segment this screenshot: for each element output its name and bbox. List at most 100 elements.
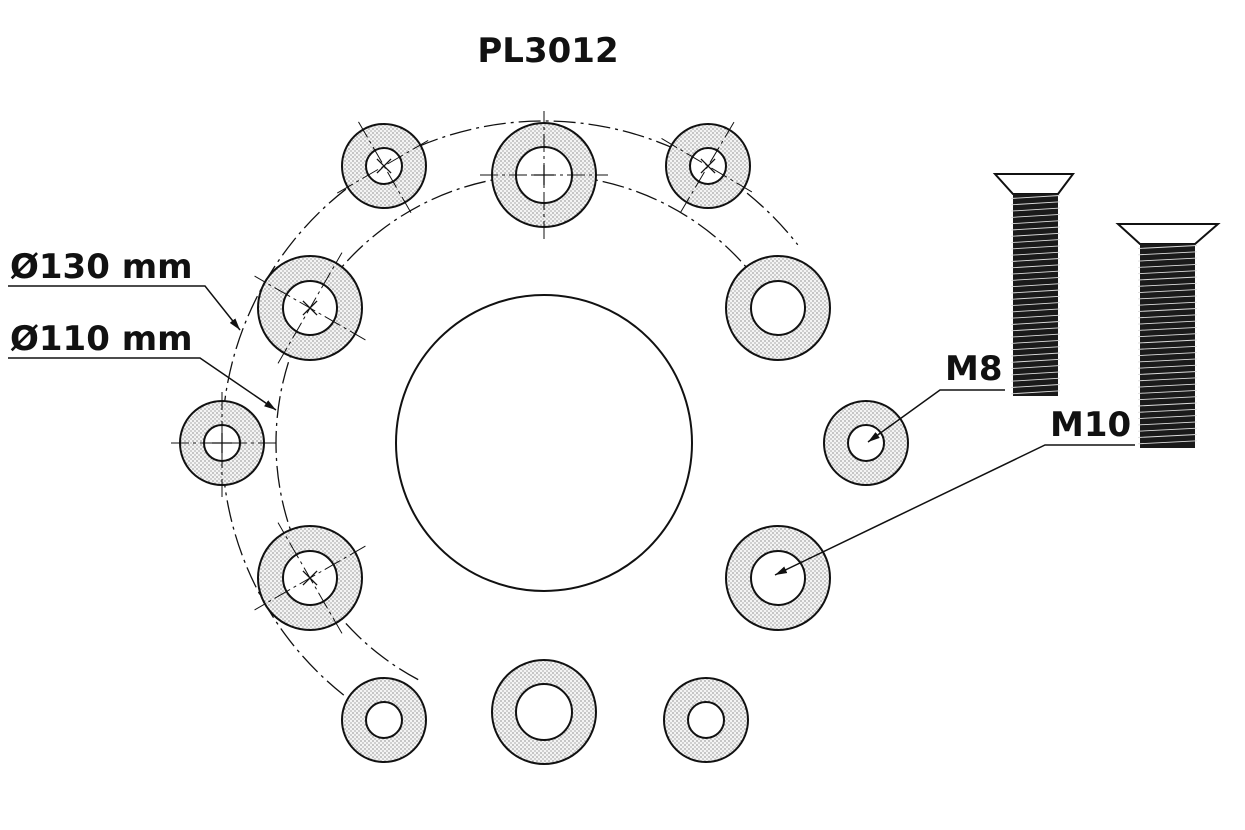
screw-thread: [1010, 258, 1061, 262]
screw-thread: [1010, 352, 1061, 357]
m10-label: M10: [1050, 405, 1131, 445]
screw-thread: [1010, 384, 1061, 388]
screw-thread: [1137, 364, 1198, 369]
bolt-hole: [480, 111, 608, 239]
screw-head: [992, 173, 1075, 195]
screw-thread: [1137, 301, 1198, 306]
screw-thread: [1137, 402, 1198, 407]
m10-leader: [774, 444, 1135, 576]
screw-thread: [1010, 195, 1061, 199]
center-mark: [302, 570, 318, 586]
screw-thread: [1137, 326, 1198, 331]
screw-thread: [1137, 270, 1198, 275]
screw-thread: [1010, 220, 1061, 225]
screw-thread: [1137, 421, 1198, 426]
screw-thread: [1010, 245, 1061, 250]
screw-thread: [1010, 302, 1061, 307]
screw-thread: [1137, 295, 1198, 300]
bolt-hole: [254, 522, 366, 634]
screws: [992, 173, 1221, 448]
screw-thread: [1137, 345, 1198, 350]
screw-thread: [1010, 226, 1061, 231]
m8-screw: [992, 173, 1075, 396]
screw-thread: [1137, 245, 1198, 249]
outer-diameter-leader: [8, 285, 241, 331]
screw-thread: [1010, 270, 1061, 275]
bolt-hole: [168, 389, 276, 497]
bolt-hole: [663, 677, 749, 763]
m8-leader: [867, 389, 1005, 443]
screw-thread: [1010, 390, 1061, 395]
bolt-hole: [725, 255, 831, 361]
screw-thread: [1010, 289, 1061, 294]
hole-bore: [847, 424, 885, 462]
screw-thread: [1137, 352, 1198, 357]
screw-thread: [1010, 201, 1061, 206]
screw-thread: [1137, 389, 1198, 394]
screw-thread: [1137, 339, 1198, 344]
screw-thread: [1137, 377, 1198, 382]
screw-head: [1115, 223, 1221, 245]
screw-thread: [1010, 371, 1061, 376]
screw-thread: [1137, 396, 1198, 401]
hole-bore: [515, 683, 573, 741]
screw-thread: [1137, 440, 1198, 445]
inner-diameter-label: Ø110 mm: [10, 319, 193, 359]
screw-thread: [1137, 434, 1198, 438]
screw-thread: [1137, 333, 1198, 338]
screw-thread: [1137, 251, 1198, 256]
screw-thread: [1010, 339, 1061, 344]
screw-thread: [1137, 282, 1198, 287]
bolt-hole: [491, 659, 597, 765]
screw-thread: [1137, 289, 1198, 294]
screw-thread: [1137, 320, 1198, 325]
screw-thread: [1137, 257, 1198, 262]
screw-thread: [1137, 371, 1198, 375]
bolt-hole: [661, 119, 755, 213]
screw-thread: [1010, 327, 1061, 332]
bolt-hole: [254, 252, 366, 364]
hole-bore: [365, 701, 403, 739]
screw-thread: [1010, 213, 1061, 218]
drawing-title: PL3012: [477, 31, 618, 71]
m8-label: M8: [945, 349, 1003, 389]
screw-thread: [1010, 365, 1061, 370]
screw-thread: [1137, 415, 1198, 420]
hole-bore: [750, 550, 806, 606]
screw-thread: [1137, 427, 1198, 432]
screw-thread: [1010, 333, 1061, 338]
bolt-hole: [341, 677, 427, 763]
screw-thread: [1137, 263, 1198, 268]
screw-thread: [1010, 346, 1061, 351]
screw-thread: [1137, 314, 1198, 319]
screw-thread: [1010, 283, 1061, 288]
center-mark: [700, 158, 716, 174]
hole-bore: [687, 701, 725, 739]
m10-screw: [1115, 223, 1221, 448]
screw-thread: [1010, 264, 1061, 269]
screw-thread: [1137, 308, 1198, 312]
screw-thread: [1010, 314, 1061, 319]
screw-thread: [1010, 358, 1061, 363]
screw-thread: [1010, 308, 1061, 313]
center-bore: [395, 294, 693, 592]
screw-thread: [1137, 276, 1198, 281]
screw-thread: [1010, 321, 1061, 325]
screw-thread: [1010, 207, 1061, 212]
screw-thread: [1137, 383, 1198, 388]
screw-thread: [1010, 377, 1061, 382]
bolt-hole: [336, 118, 432, 214]
bolt-hole: [823, 400, 909, 486]
screw-thread: [1010, 295, 1061, 300]
screw-thread: [1010, 251, 1061, 256]
hole-bore: [750, 280, 806, 336]
screw-thread: [1010, 239, 1061, 244]
bolt-hole: [725, 525, 831, 631]
center-mark: [302, 300, 318, 316]
screw-thread: [1137, 408, 1198, 413]
inner-diameter-leader: [8, 357, 277, 411]
screw-thread: [1010, 276, 1061, 281]
screw-thread: [1010, 232, 1061, 237]
outer-diameter-label: Ø130 mm: [10, 247, 193, 287]
